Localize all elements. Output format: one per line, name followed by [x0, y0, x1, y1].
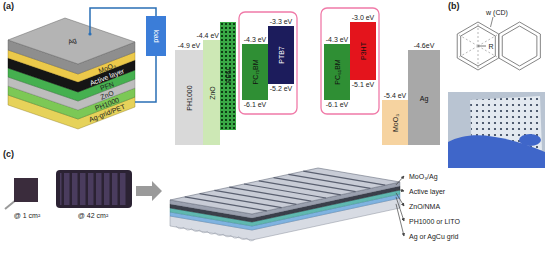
radius-lines [457, 22, 499, 70]
dimension-label: R [488, 43, 493, 50]
cell-divider [229, 187, 311, 201]
cell-divider [288, 174, 370, 188]
module-cells [60, 173, 128, 205]
photo-background [448, 92, 545, 168]
energy-level-bar: -4.6eVAg [408, 50, 440, 145]
energy-value: -3.3 eV [270, 18, 293, 25]
material-name: PH1000 [186, 85, 193, 110]
layer-callout: PH1000 or LITO [409, 218, 460, 225]
leader-line [396, 176, 404, 185]
small-device-photo [14, 178, 38, 202]
cell-divider [185, 197, 267, 211]
load-label: load [153, 29, 160, 42]
layer-callout: MoO₃/Ag [409, 173, 438, 180]
cell-dividers [185, 171, 385, 211]
radius-line [478, 34, 499, 46]
layer-callout: Ag or AgCu grid [409, 233, 458, 240]
energy-level-bar: -3.0 eVP3HT-5.1 eV [350, 22, 376, 80]
radius-line [478, 46, 479, 70]
energy-value: -5.1 eV [352, 81, 375, 88]
energy-level-bar: PFN [220, 22, 236, 130]
material-name: PTB7 [278, 46, 285, 64]
panel-label: (a) [3, 2, 14, 11]
cell-divider [214, 190, 296, 204]
blend-group-outline [321, 8, 379, 114]
hexagon-inner [502, 26, 537, 66]
layer-leaders [396, 176, 404, 236]
energy-value: -4.3 eV [244, 36, 267, 43]
material-name: PC₇₁BM [252, 60, 259, 85]
energy-value: -4.4 eV [196, 32, 219, 39]
energy-level-bar: -4.3 eVPC₆₁BM-6.1 eV [324, 44, 350, 100]
radius-line [478, 46, 499, 58]
cell-divider [200, 194, 282, 208]
panel-label: (c) [3, 150, 14, 159]
radius-line [457, 34, 478, 46]
leader-line [491, 17, 494, 27]
blend-group-outline [239, 12, 297, 114]
layer-callout: ZnO/NMA [409, 203, 440, 210]
energy-value: -6.1 eV [326, 101, 349, 108]
leader-line [396, 189, 404, 191]
energy-level-bar: -4.9 eVPH1000 [175, 50, 203, 145]
energy-value: -3.0 eV [352, 14, 375, 21]
radius-line [457, 46, 478, 58]
hexagon-outer [457, 22, 499, 70]
block-arrow [136, 181, 162, 201]
energy-value: -5.2 eV [270, 85, 293, 92]
large-module-photo [56, 170, 132, 208]
energy-level-bar: -5.4 eVMoO₃ [382, 100, 408, 145]
photo-caption: @ 42 cm² [78, 212, 108, 219]
material-name: PFN [225, 69, 232, 83]
photo-caption: @ 1 cm² [14, 212, 41, 219]
layer-callout: Active layer [409, 188, 445, 195]
cell-divider [303, 171, 385, 185]
glove-finger [519, 134, 541, 146]
radius-line [478, 22, 479, 46]
ag-layer-top [8, 18, 135, 64]
leader-line [396, 204, 404, 236]
material-name: ZnO [208, 86, 215, 100]
energy-value: -4.6eV [414, 42, 435, 49]
load-box: load [146, 16, 166, 56]
dimension-label: w (CD) [486, 9, 508, 16]
radius-marker [478, 46, 486, 47]
material-name: MoO₃ [392, 113, 399, 131]
wire [135, 56, 156, 102]
energy-level-bar: -4.4 eVZnO [203, 40, 220, 145]
energy-value: -6.1 eV [244, 101, 267, 108]
material-name: PC₆₁BM [334, 59, 341, 84]
hexagon-outer [499, 22, 541, 70]
energy-level-bar: -4.3 eVPC₇₁BM-6.1 eV [242, 44, 268, 100]
panel-label: (b) [448, 2, 460, 11]
cell-divider [244, 184, 326, 198]
energy-value: -5.4 eV [384, 92, 407, 99]
energy-value: -4.3 eV [326, 36, 349, 43]
cell-divider [274, 178, 356, 192]
contact-dot [88, 32, 91, 35]
material-name: P3HT [360, 42, 367, 60]
energy-value: -4.9 eV [178, 42, 201, 49]
cell-divider [259, 181, 341, 195]
energy-level-bar: -3.3 eVPTB7-5.2 eV [268, 26, 294, 84]
material-name: Ag [420, 94, 429, 101]
module-top [170, 168, 400, 214]
